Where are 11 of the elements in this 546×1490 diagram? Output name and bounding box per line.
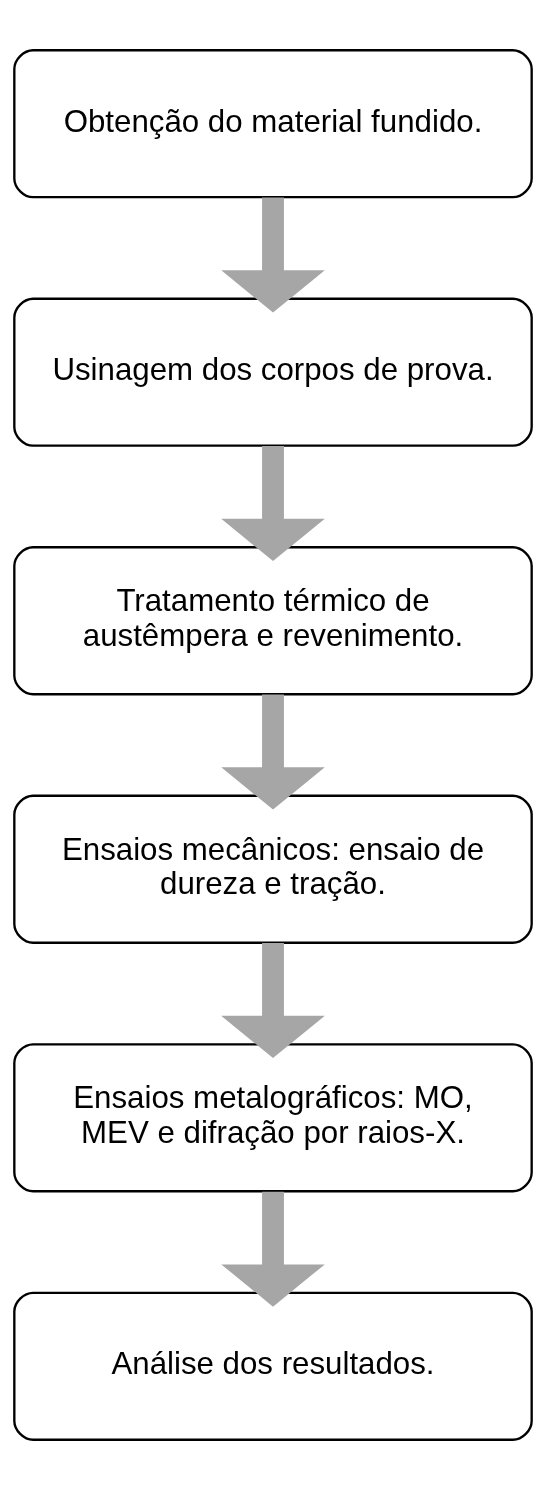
node-box: Tratamento térmico de austêmpera e revenimento. (13, 546, 533, 696)
node-box: Análise dos resultados. (13, 1291, 533, 1441)
node-box: Ensaios mecânicos: ensaio de dureza e tração. (13, 794, 533, 944)
node-box: Ensaios metalográficos: MO, MEV e difração por raios-X. (13, 1043, 533, 1193)
node-box: Usinagem dos corpos de prova. (13, 297, 533, 447)
arrow (221, 446, 325, 562)
arrow (221, 197, 325, 313)
node-box: Obtenção do material fundido. (13, 49, 533, 199)
arrow (221, 694, 325, 810)
arrow (221, 1191, 325, 1307)
arrow (221, 943, 325, 1059)
